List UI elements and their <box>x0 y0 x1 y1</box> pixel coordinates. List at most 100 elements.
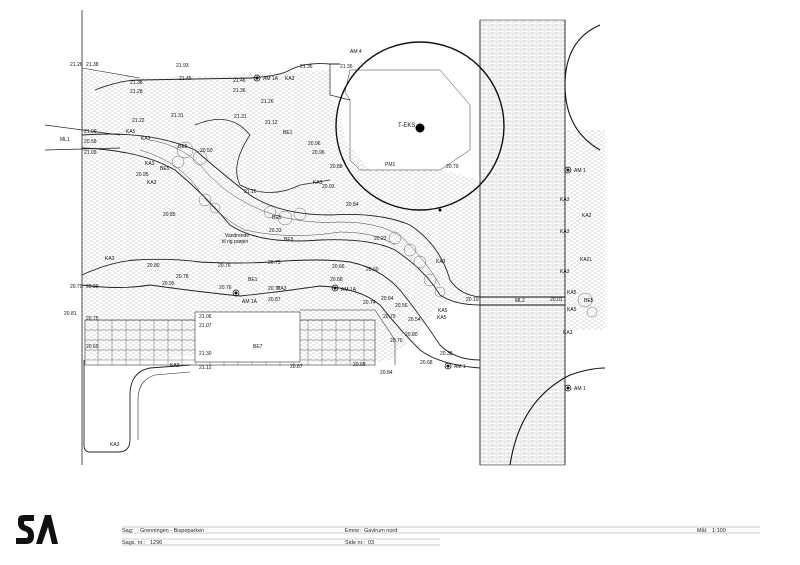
level: 20.93 <box>322 184 335 190</box>
code: AM 1A <box>242 299 258 305</box>
level: 21.36 <box>340 64 353 70</box>
right-hatch-area <box>565 130 605 330</box>
stream-note-2: til rig prøjeri <box>222 239 248 245</box>
level: 20.96 <box>312 150 325 156</box>
level: 21.12 <box>199 365 212 371</box>
level: 20.87 <box>290 364 303 370</box>
code: KA3 <box>560 197 570 203</box>
level: 21.28 <box>130 89 143 95</box>
level: 20.22 <box>374 236 387 242</box>
code: KA3 <box>145 161 155 167</box>
level: 20.64 <box>381 296 394 302</box>
level: 20.73 <box>268 260 281 266</box>
am-markers <box>232 74 572 392</box>
code: BE1 <box>248 277 258 283</box>
code: ML1 <box>60 137 70 143</box>
level: 21.36 <box>233 88 246 94</box>
level: 20.01 <box>550 297 563 303</box>
level: 21.93 <box>176 63 189 69</box>
level: 20.96 <box>308 141 321 147</box>
level: 20.68 <box>420 360 433 366</box>
level: 20.79 <box>446 164 459 170</box>
level: 21.06 <box>199 314 212 320</box>
stream-bank-lower <box>81 147 565 306</box>
level: 20.89 <box>86 284 99 290</box>
code: KA2L <box>580 257 592 263</box>
top-edging <box>94 63 340 91</box>
level: 20.75 <box>86 316 99 322</box>
code: KA3 <box>105 256 115 262</box>
level: 21.31 <box>234 114 247 120</box>
tree-circle-right-bottom <box>509 367 606 466</box>
title-block: Sag: Grenningen - Bispeparken Sags. nr.:… <box>122 526 760 546</box>
level: 21.26 <box>70 62 83 68</box>
code: AM 1 <box>574 386 586 392</box>
code: KA3 <box>141 136 151 142</box>
code: BE1 <box>283 130 293 136</box>
level: 20.54 <box>408 317 421 323</box>
code: BE5 <box>178 144 188 150</box>
level: 20.69 <box>86 344 99 350</box>
level: 21.45 <box>179 76 192 82</box>
tree-circle-right-top <box>564 24 601 151</box>
level: 20.68 <box>330 277 343 283</box>
sag-label: Sag: <box>122 528 134 534</box>
level: 20.85 <box>163 212 176 218</box>
code: KA3 <box>563 330 573 336</box>
sag-value: Grenningen - Bispeparken <box>140 528 204 534</box>
level: 20.80 <box>405 332 418 338</box>
code: KA3 <box>277 286 287 292</box>
plan-labels: T-EKS Vandrende til rig prøjeri 21.26 21… <box>60 49 594 448</box>
level: 20.70 <box>390 338 403 344</box>
code: PM1 <box>385 162 396 168</box>
code: ML2 <box>515 298 525 304</box>
level: 20.56 <box>395 303 408 309</box>
road-strip <box>479 19 566 466</box>
level: 21.36 <box>300 64 313 70</box>
level: 21.07 <box>199 323 212 329</box>
code: AM 1A <box>341 287 357 293</box>
stream-bank-upper <box>81 133 565 298</box>
code: AM 1 <box>574 168 586 174</box>
code: AM 1A <box>263 76 279 82</box>
level: 20.95 <box>162 281 175 287</box>
level: 20.76 <box>219 285 232 291</box>
emne-value: Gavlrum nord <box>364 528 397 534</box>
level: 21.30 <box>199 351 212 357</box>
code: KA2 <box>582 213 592 219</box>
sagsnr-label: Sags. nr.: <box>122 540 146 546</box>
emne-label: Emne: <box>345 528 361 534</box>
code: KA5 <box>126 129 136 135</box>
level: 20.79 <box>383 314 396 320</box>
level: 21.38 <box>86 62 99 68</box>
level: 20.74 <box>363 300 376 306</box>
path-loop-middle <box>81 258 481 361</box>
path-loop-lower <box>81 284 481 369</box>
code: BE5 <box>160 166 170 172</box>
ml1-inlet <box>44 124 121 151</box>
level: 20.10 <box>466 297 479 303</box>
code: KA5 <box>567 307 577 313</box>
level: 20.60 <box>366 267 379 273</box>
code: KA3 <box>170 363 180 369</box>
level: 21.22 <box>132 118 145 124</box>
side-value: 03 <box>368 540 374 546</box>
level: 20.88 <box>330 164 343 170</box>
level: 20.38 <box>440 351 453 357</box>
code: BE5 <box>284 237 294 243</box>
level: 20.33 <box>269 228 282 234</box>
level: 20.78 <box>176 274 189 280</box>
circle-label: T-EKS <box>398 123 415 129</box>
lawn-area <box>82 70 480 365</box>
level: 20.79 <box>70 284 83 290</box>
scale-label: Mål: <box>697 527 708 534</box>
level: 20.95 <box>136 172 149 178</box>
code: KA5 <box>567 290 577 296</box>
stream-note-1: Vandrende <box>225 233 249 239</box>
code: KA3 <box>285 76 295 82</box>
level: 20.81 <box>64 311 77 317</box>
level: 20.66 <box>332 264 345 270</box>
level: 20.84 <box>380 370 393 376</box>
level: 20.87 <box>268 297 281 303</box>
code: KA5 <box>438 308 448 314</box>
